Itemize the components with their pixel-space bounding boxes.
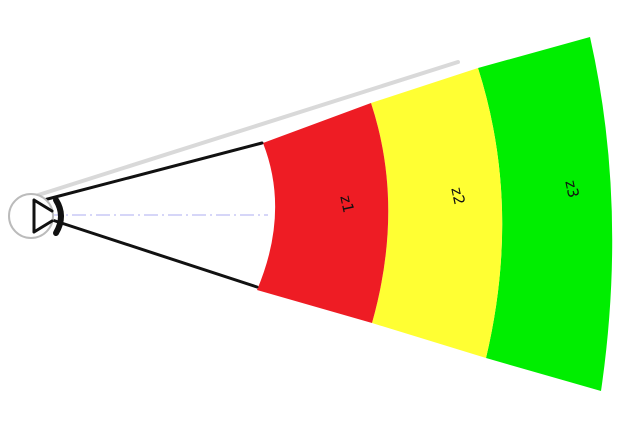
eye-outline [8,193,54,239]
zone-z3-band [478,37,613,391]
zone-z2-band [371,68,503,358]
zone-z1-band [257,103,389,323]
zone-z2-label: z2 [447,186,468,207]
upper-boundary-line [30,60,460,199]
fov-lower-line [38,214,259,289]
fov-upper-line [38,141,264,203]
eye-lens-icon [53,197,64,236]
zone-z3-label: z3 [561,179,582,200]
eye-pupil-icon [32,198,54,234]
zone-z1-label: z1 [336,194,357,215]
